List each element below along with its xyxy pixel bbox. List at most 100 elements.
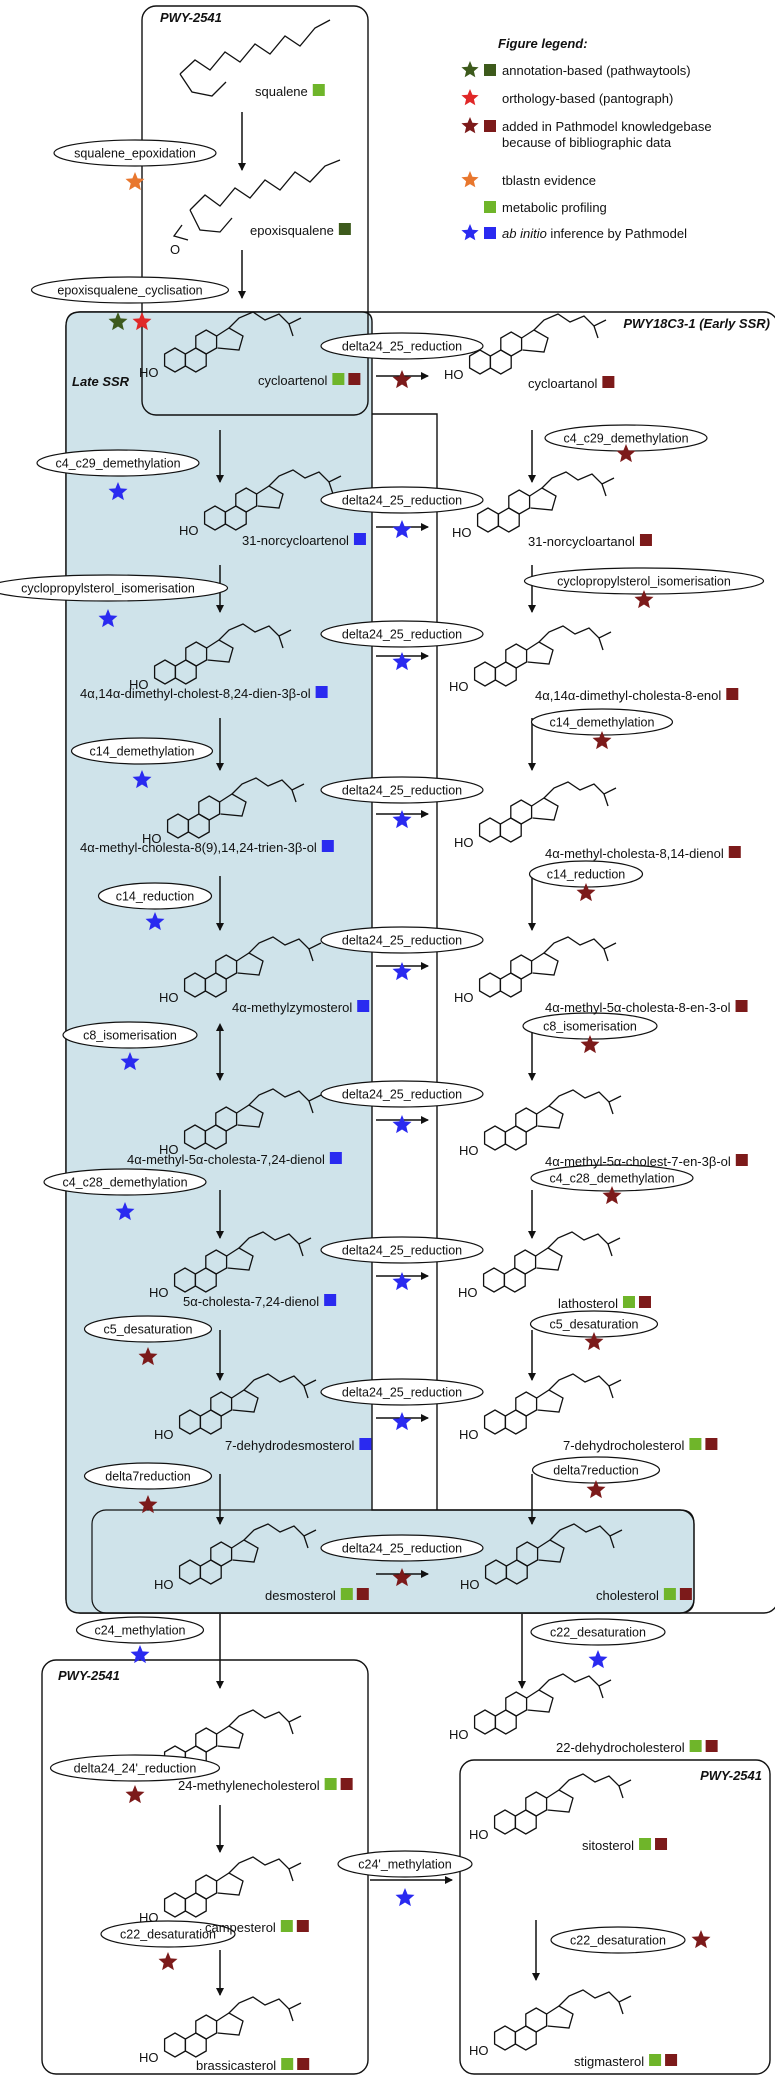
ho-label: HO — [154, 1577, 174, 1592]
compound-methylenecholesterol: 24-methylenecholesterol — [178, 1778, 353, 1793]
compound-label: lathosterol — [558, 1296, 618, 1311]
evidence-square-icon — [679, 1588, 692, 1600]
ho-label: HO — [452, 525, 472, 540]
evidence-star-icon — [132, 312, 152, 331]
reaction-label: delta7reduction — [105, 1470, 191, 1484]
legend-text: added in Pathmodel knowledgebase — [502, 119, 712, 134]
reaction-ellipse — [320, 1080, 484, 1108]
bottom-left-pwy-box — [41, 1659, 369, 2075]
squalene-structure — [179, 19, 331, 97]
evidence-star-icon — [592, 731, 612, 750]
compound-cholesta724dienol: 5α-cholesta-7,24-dienol — [183, 1294, 337, 1309]
evidence-star-icon — [392, 370, 412, 389]
reaction-ellipse — [320, 1534, 484, 1562]
legend-text-main: orthology-based (pantograph) — [502, 91, 673, 106]
evidence-square-icon — [622, 1296, 635, 1308]
evidence-square-icon — [280, 1920, 293, 1932]
compound-dehydrodesmosterol: 7-dehydrodesmosterol — [225, 1438, 372, 1453]
reaction-ellipse — [30, 276, 230, 304]
compound-methylcholesta814dienol: 4α-methyl-cholesta-8,14-dienol — [545, 846, 741, 861]
evidence-square-icon — [726, 688, 739, 700]
ho-label: HO — [444, 367, 464, 382]
bottom-left-box-title: PWY-2541 — [58, 1668, 120, 1683]
evidence-square-icon — [705, 1740, 718, 1752]
reaction-ellipse — [70, 737, 214, 765]
legend-text: tblastn evidence — [502, 173, 596, 188]
reaction-label: c14_reduction — [547, 868, 626, 882]
steroid-structure-9: HO — [154, 1523, 317, 1592]
ho-label: HO — [454, 990, 474, 1005]
compound-label: campesterol — [205, 1920, 276, 1935]
evidence-square-icon — [689, 1438, 702, 1450]
bottom-right-box-title: PWY-2541 — [700, 1768, 762, 1783]
reaction-ellipse — [530, 1618, 666, 1646]
compound-label: 4α-methyl-5α-cholesta-8-en-3-ol — [545, 1000, 731, 1015]
evidence-star-icon — [392, 1115, 412, 1134]
evidence-square-icon — [340, 1778, 353, 1790]
evidence-star-icon — [691, 1930, 711, 1949]
reaction-ellipse — [320, 926, 484, 954]
compound-cholesterol: cholesterol — [596, 1588, 692, 1603]
reaction-r-c5des-r: c5_desaturation — [529, 1310, 659, 1351]
compound-labels: squaleneepoxisqualenecycloartenol31-norc… — [80, 84, 748, 2073]
evidence-star-icon — [580, 1035, 600, 1054]
reaction-label: delta24_25_reduction — [342, 494, 462, 508]
reaction-r-cpi-l: cyclopropylsterol_isomerisation — [0, 574, 229, 628]
legend-square-icon — [484, 64, 496, 76]
steroid-structure-15: HO — [459, 1089, 622, 1158]
legend-row: orthology-based (pantograph) — [461, 89, 673, 106]
steroid-structure-4: HO — [142, 777, 305, 846]
reaction-r-d24-5: delta24_25_reduction — [320, 926, 484, 981]
compound-label: 4α-methyl-5α-cholesta-7,24-dienol — [127, 1152, 325, 1167]
reaction-r-d7red-l: delta7reduction — [83, 1462, 213, 1514]
steroid-structure-2: HO — [179, 469, 342, 538]
evidence-star-icon — [392, 652, 412, 671]
early-ssr-title: PWY18C3-1 (Early SSR) — [623, 316, 770, 331]
evidence-star-icon — [392, 962, 412, 981]
compound-label: desmosterol — [265, 1588, 336, 1603]
reaction-r-c22des-br: c22_desaturation — [550, 1926, 711, 1954]
legend-text: annotation-based (pathwaytools) — [502, 63, 691, 78]
evidence-star-icon — [392, 1568, 412, 1587]
reaction-label: delta24_25_reduction — [342, 1088, 462, 1102]
reaction-r-squalene-epoxidation: squalene_epoxidation — [53, 139, 217, 191]
evidence-square-icon — [338, 223, 351, 235]
reaction-r-c14red-r: c14_reduction — [528, 860, 644, 902]
compound-label: brassicasterol — [196, 2058, 276, 2073]
legend-text-main: metabolic profiling — [502, 200, 607, 215]
evidence-star-icon — [392, 1272, 412, 1291]
evidence-square-icon — [315, 686, 328, 698]
reaction-ellipse — [320, 620, 484, 648]
reaction-ellipse — [97, 882, 213, 910]
compound-stigmasterol: stigmasterol — [574, 2054, 678, 2069]
legend-square-icon — [484, 227, 496, 239]
reaction-r-d24-2: delta24_25_reduction — [320, 486, 484, 539]
steroid-structure-24: HO — [469, 1989, 632, 2058]
reaction-label: c14_demethylation — [550, 716, 655, 730]
compound-dimethylcholestdienol: 4α,14α-dimethyl-cholest-8,24-dien-3β-ol — [80, 686, 328, 701]
bottom-right-pwy-box — [459, 1759, 771, 2075]
compound-norcycloartenol: 31-norcycloartenol — [242, 533, 366, 548]
reaction-r-c22des-bl: c22_desaturation — [100, 1920, 236, 1971]
legend-star-icon — [461, 117, 479, 134]
reaction-r-c22des-r: c22_desaturation — [530, 1618, 666, 1669]
legend-text-italic: ab initio — [502, 226, 547, 241]
compound-label: cycloartenol — [258, 373, 327, 388]
evidence-star-icon — [108, 482, 128, 501]
evidence-star-icon — [138, 1347, 158, 1366]
compound-methylcholestatrienol: 4α-methyl-cholesta-8(9),14,24-trien-3β-o… — [80, 840, 334, 855]
compound-methylzymosterol: 4α-methylzymosterol — [232, 1000, 370, 1015]
evidence-star-icon — [125, 172, 145, 191]
reaction-r-d24-9: delta24_25_reduction — [320, 1534, 484, 1587]
evidence-star-icon — [576, 883, 596, 902]
ho-label: HO — [139, 2050, 159, 2065]
compound-label: 4α-methyl-cholesta-8,14-dienol — [545, 846, 724, 861]
evidence-star-icon — [586, 1480, 606, 1499]
reaction-label: delta24_25_reduction — [342, 1542, 462, 1556]
ho-label: HO — [142, 831, 162, 846]
reaction-label: squalene_epoxidation — [74, 147, 196, 161]
reaction-ellipse — [53, 139, 217, 167]
evidence-square-icon — [638, 1296, 651, 1308]
reaction-ellipse — [550, 1926, 686, 1954]
